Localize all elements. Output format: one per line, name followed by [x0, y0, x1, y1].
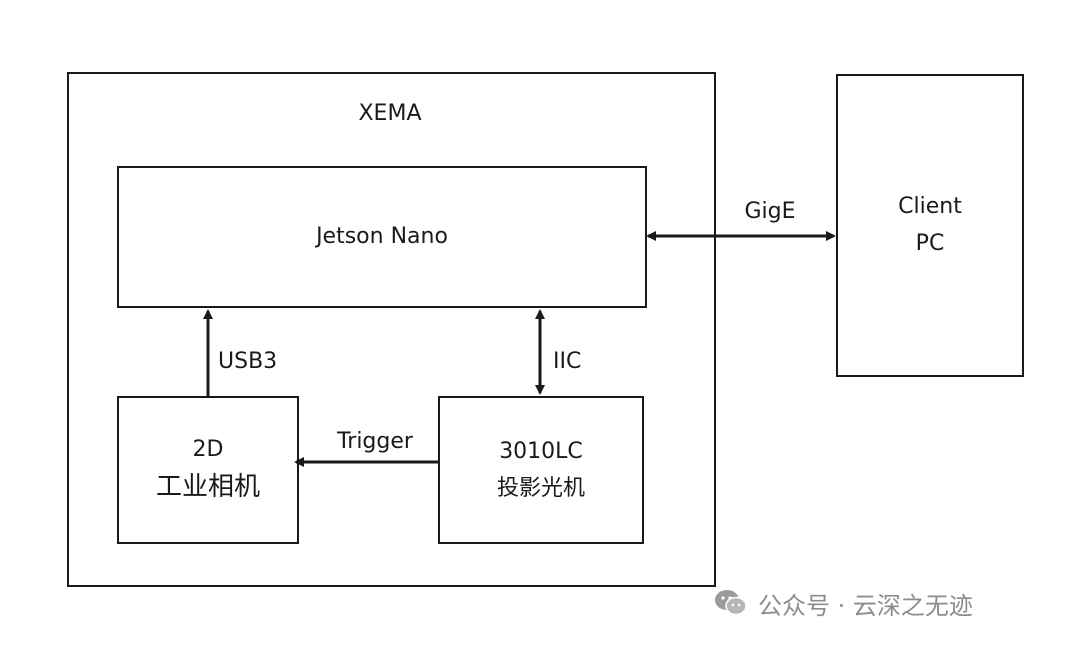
- jetson-nano-label: Jetson Nano: [316, 224, 448, 249]
- client-label-line2: PC: [915, 231, 945, 256]
- wechat-icon: [715, 590, 747, 616]
- usb3-label: USB3: [218, 349, 278, 374]
- camera-label-line1: 2D: [192, 437, 224, 462]
- projector-label-line2: 投影光机: [496, 475, 585, 501]
- camera-box: 2D 工业相机: [117, 396, 299, 544]
- jetson-nano-box: [117, 166, 647, 308]
- iic-label: IIC: [553, 349, 582, 374]
- xema-title: XEMA: [358, 101, 422, 126]
- watermark-text: 公众号 · 云深之无迹: [758, 591, 973, 620]
- projector-label-line1: 3010LC: [499, 438, 583, 464]
- trigger-label: Trigger: [337, 429, 413, 454]
- camera-label-line2: 工业相机: [155, 472, 260, 502]
- projector-box: 3010LC 投影光机: [438, 396, 644, 544]
- client-pc-box: Client PC: [836, 74, 1024, 377]
- watermark: 公众号 · 云深之无迹: [714, 585, 973, 621]
- gige-label: GigE: [744, 199, 796, 224]
- client-label-line1: Client: [898, 194, 962, 219]
